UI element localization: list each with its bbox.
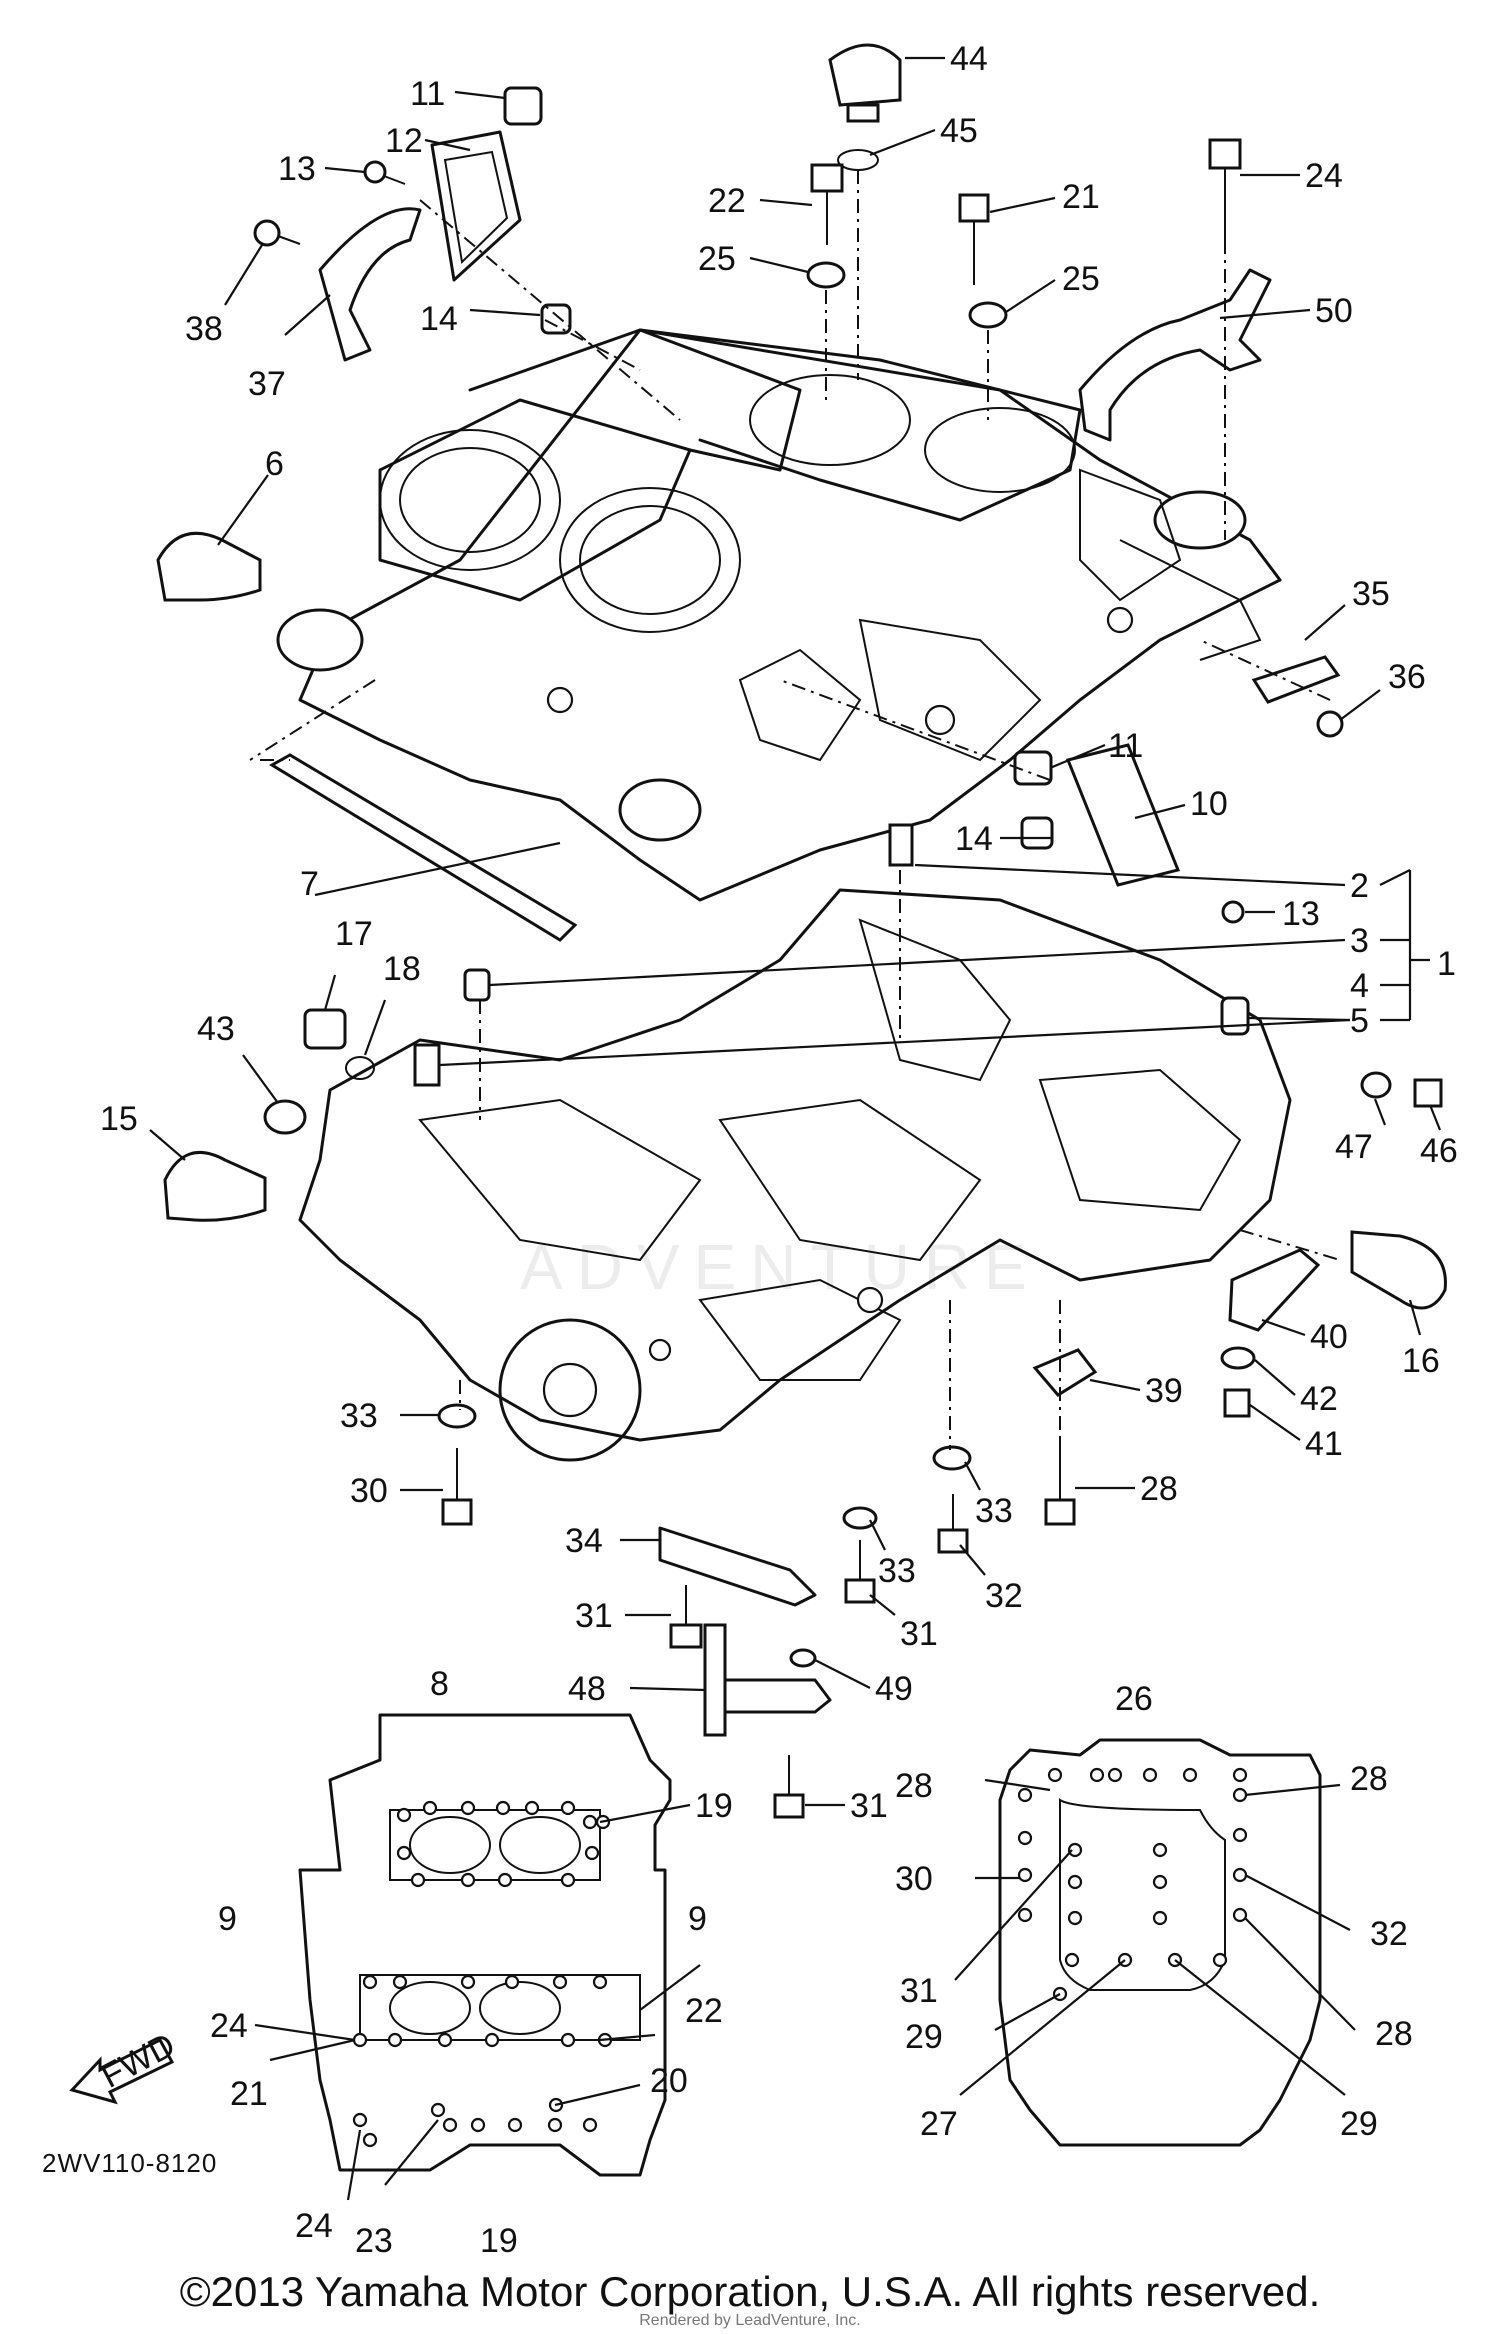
callout-33: 33	[340, 1397, 378, 1435]
callout-49: 49	[875, 1670, 913, 1708]
callout-33: 33	[975, 1492, 1013, 1530]
callout-45: 45	[940, 112, 978, 150]
callout-38: 38	[185, 310, 223, 348]
callout-20: 20	[650, 2062, 688, 2100]
callout-24: 24	[295, 2207, 333, 2245]
callout-22: 22	[708, 182, 746, 220]
callout-13: 13	[1282, 895, 1320, 933]
callout-28: 28	[1140, 1470, 1178, 1508]
callout-30: 30	[895, 1860, 933, 1898]
callout-44: 44	[950, 40, 988, 78]
callout-13: 13	[278, 150, 316, 188]
callout-30: 30	[350, 1472, 388, 1510]
callout-40: 40	[1310, 1318, 1348, 1356]
callout-31: 31	[900, 1972, 938, 2010]
assembly-lines	[249, 170, 1341, 1450]
callout-24: 24	[210, 2007, 248, 2045]
upper-crankcase-drawing	[276, 328, 1282, 902]
callout-1: 1	[1437, 945, 1456, 983]
callout-4: 4	[1350, 967, 1369, 1005]
callout-5: 5	[1350, 1002, 1369, 1040]
callout-21: 21	[1062, 178, 1100, 216]
callout-27: 27	[920, 2105, 958, 2143]
callout-23: 23	[355, 2222, 393, 2260]
callout-32: 32	[1370, 1915, 1408, 1953]
callout-42: 42	[1300, 1380, 1338, 1418]
callout-46: 46	[1420, 1132, 1458, 1170]
callout-19: 19	[480, 2222, 518, 2260]
lower-case-bolt-pattern	[998, 1738, 1322, 2147]
callout-10: 10	[1190, 785, 1228, 823]
upper-case-bolt-pattern	[69, 1713, 672, 2177]
callout-34: 34	[565, 1522, 603, 1560]
lower-case-holes	[1017, 1767, 1248, 2002]
callout-41: 41	[1305, 1425, 1343, 1463]
callout-11: 11	[410, 75, 445, 113]
callout-22: 22	[685, 1992, 723, 2030]
copyright-notice: ©2013 Yamaha Motor Corporation, U.S.A. A…	[179, 2268, 1321, 2315]
callout-9: 9	[218, 1900, 237, 1938]
callout-18: 18	[383, 950, 421, 988]
watermark-text: ADVENTURE	[520, 1231, 1041, 1303]
callout-11: 11	[1108, 727, 1143, 765]
callout-36: 36	[1388, 658, 1426, 696]
callout-3: 3	[1350, 922, 1369, 960]
callout-43: 43	[197, 1010, 235, 1048]
callout-15: 15	[100, 1100, 138, 1138]
callout-50: 50	[1315, 292, 1353, 330]
callout-25: 25	[1062, 260, 1100, 298]
callout-32: 32	[985, 1577, 1023, 1615]
callout-28: 28	[1350, 1760, 1388, 1798]
callout-29: 29	[1340, 2105, 1378, 2143]
callout-35: 35	[1352, 575, 1390, 613]
callout-28: 28	[1375, 2015, 1413, 2053]
callout-14: 14	[420, 300, 458, 338]
small-parts	[156, 43, 1447, 1819]
diagram-code: 2WV110-8120	[42, 2148, 218, 2178]
leader-lines	[149, 56, 1442, 2201]
callout-31: 31	[575, 1597, 613, 1635]
callout-47: 47	[1335, 1128, 1373, 1166]
callout-12: 12	[385, 122, 423, 160]
callout-19: 19	[695, 1787, 733, 1825]
callout-25: 25	[698, 240, 736, 278]
callout-31: 31	[900, 1615, 938, 1653]
callout-28: 28	[895, 1767, 933, 1805]
callout-6: 6	[265, 445, 284, 483]
callout-37: 37	[248, 365, 286, 403]
callout-29: 29	[905, 2018, 943, 2056]
fwd-arrow-label: FWD	[95, 2026, 181, 2096]
callout-24: 24	[1305, 157, 1343, 195]
callout-16: 16	[1402, 1342, 1440, 1380]
callout-14: 14	[955, 820, 993, 858]
callout-7: 7	[300, 865, 319, 903]
callout-33: 33	[878, 1552, 916, 1590]
callout-2: 2	[1350, 867, 1369, 905]
rendered-by-credit: Rendered by LeadVenture, Inc.	[639, 2312, 861, 2329]
upper-case-holes	[352, 1800, 613, 2148]
callout-21: 21	[230, 2075, 268, 2113]
callout-17: 17	[335, 915, 373, 953]
callout-31: 31	[850, 1787, 888, 1825]
callout-39: 39	[1145, 1372, 1183, 1410]
callout-8: 8	[430, 1665, 449, 1703]
callout-9: 9	[688, 1900, 707, 1938]
callout-26: 26	[1115, 1680, 1153, 1718]
lower-crankcase-drawing	[298, 888, 1292, 1462]
callout-48: 48	[568, 1670, 606, 1708]
